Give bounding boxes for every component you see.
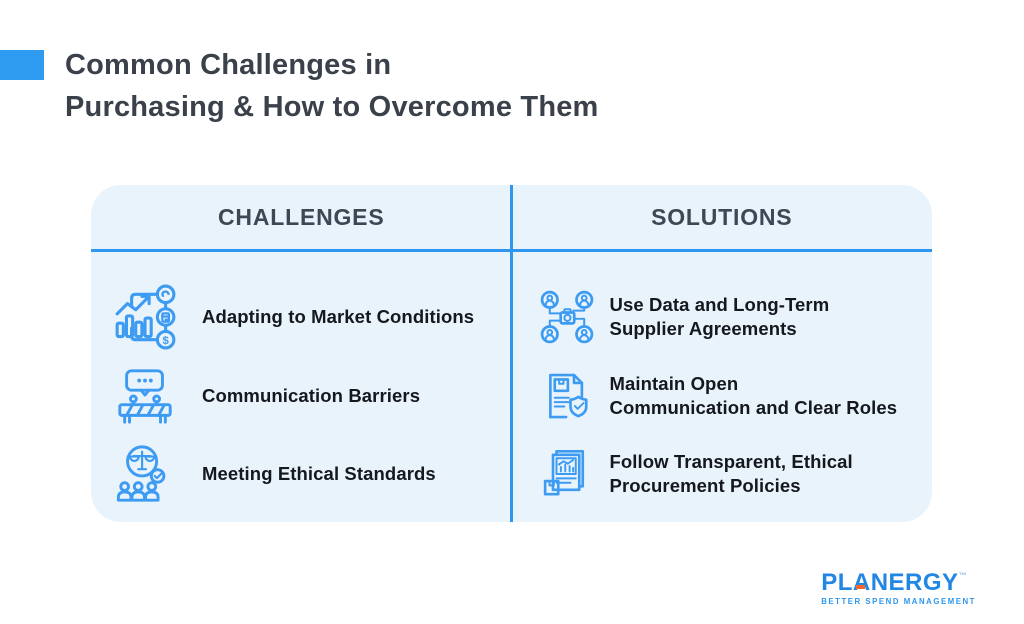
title-accent-bar — [0, 50, 44, 80]
column-divider-line — [510, 185, 513, 522]
market-conditions-icon: $ — [111, 283, 179, 351]
solution-row-open-communication: Maintain Open Communication and Clear Ro… — [512, 360, 933, 432]
challenges-column: CHALLENGES — [91, 185, 512, 522]
logo-trademark: ™ — [958, 571, 967, 580]
solution-label: Maintain Open Communication and Clear Ro… — [609, 373, 898, 418]
challenge-row-ethical-standards: Meeting Ethical Standards — [91, 438, 512, 510]
solution-label: Follow Transparent, Ethical Procurement … — [609, 451, 853, 496]
challenges-header: CHALLENGES — [218, 203, 385, 230]
challenge-label: Communication Barriers — [202, 385, 421, 406]
svg-text:$: $ — [162, 335, 169, 347]
page-title-line-1: Common Challenges in — [65, 49, 392, 81]
challenge-row-communication-barriers: Communication Barriers — [91, 360, 512, 432]
ethical-standards-icon — [111, 440, 179, 508]
page-title: Common Challenges in Purchasing & How to… — [65, 44, 599, 128]
challenge-label: Meeting Ethical Standards — [202, 463, 436, 484]
page-title-line-2: Purchasing & How to Overcome Them — [65, 91, 599, 123]
challenge-label: Adapting to Market Conditions — [202, 306, 475, 327]
planergy-logo: PLANERGY™ BETTER SPEND MANAGEMENT — [821, 569, 976, 607]
logo-brand-text: PLANERGY — [821, 569, 959, 596]
logo-tagline: BETTER SPEND MANAGEMENT — [821, 597, 976, 606]
document-shield-icon — [538, 367, 596, 425]
supplier-network-icon — [538, 288, 596, 346]
solution-row-procurement-policies: Follow Transparent, Ethical Procurement … — [512, 438, 933, 510]
solutions-header: SOLUTIONS — [651, 203, 793, 230]
comparison-table: CHALLENGES — [91, 185, 932, 522]
solution-row-supplier-agreements: Use Data and Long-Term Supplier Agreemen… — [512, 281, 933, 353]
challenge-row-market-conditions: $ Adapting to Market Conditions — [91, 281, 512, 353]
logo-a-crossbar — [856, 585, 866, 589]
solutions-column: SOLUTIONS — [512, 185, 933, 522]
communication-barrier-icon — [111, 362, 179, 430]
solution-label: Use Data and Long-Term Supplier Agreemen… — [609, 294, 830, 339]
report-chart-icon — [538, 445, 596, 503]
